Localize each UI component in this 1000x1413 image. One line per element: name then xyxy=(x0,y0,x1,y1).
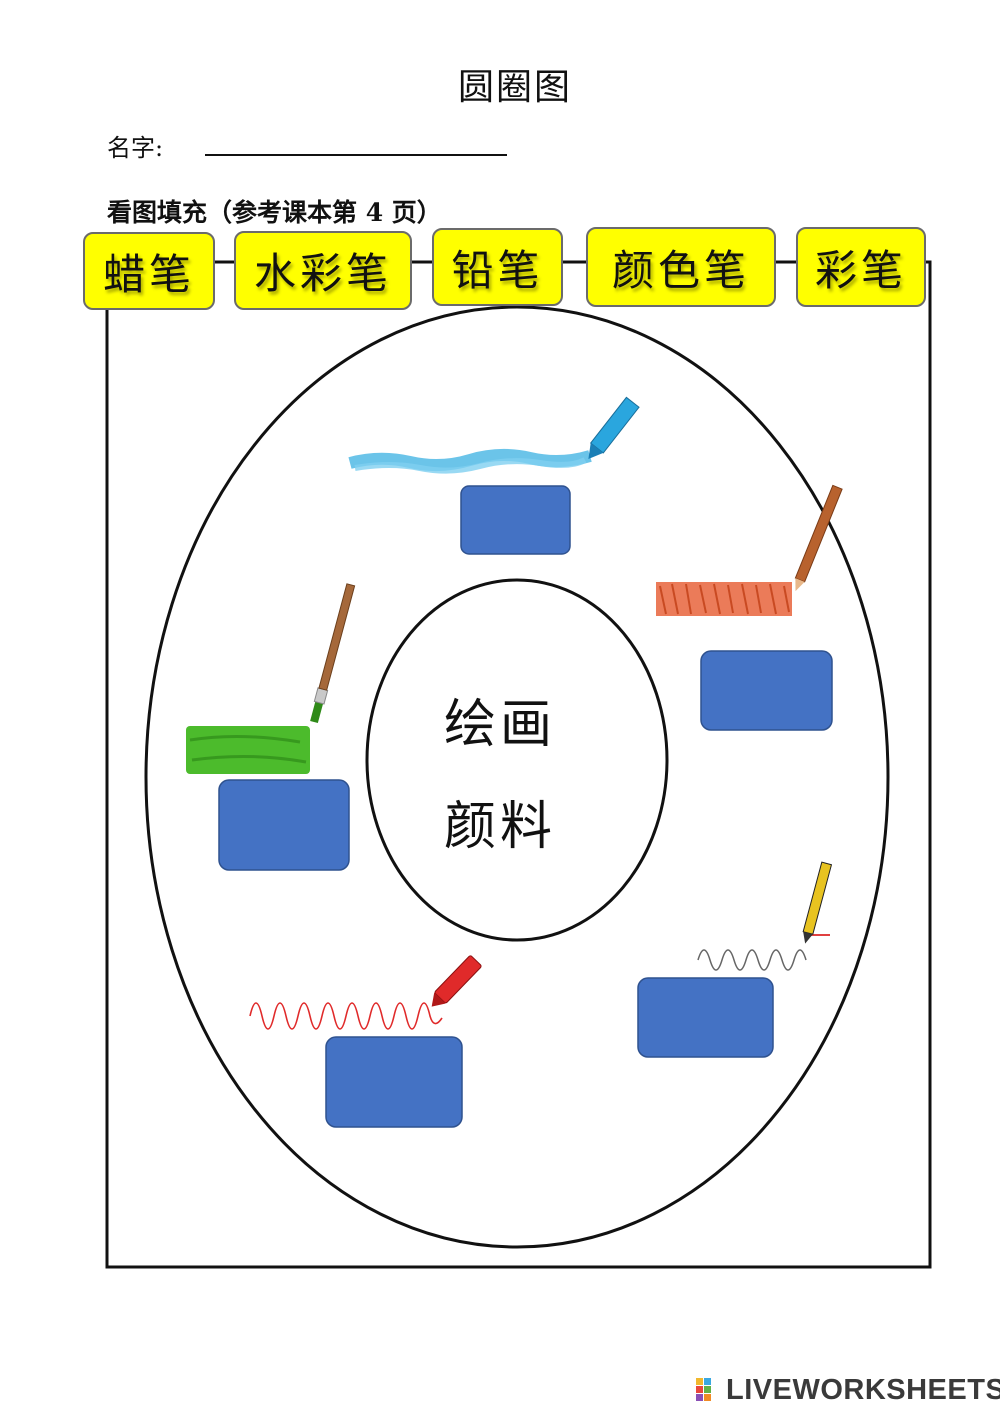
inner-circle xyxy=(365,578,669,942)
instruction-text: 看图填充（参考课本第 4 页） xyxy=(107,198,442,227)
liveworksheets-logo: LIVEWORKSHEETS xyxy=(696,1374,1000,1407)
name-label: 名字: xyxy=(107,134,164,162)
answer-box-pencil[interactable] xyxy=(637,977,774,1058)
word-tile-2[interactable]: 水彩笔 xyxy=(234,231,412,310)
red-marker-icon xyxy=(249,955,482,1030)
center-topic-line-2: 颜料 xyxy=(443,797,556,857)
outer-circle xyxy=(144,305,890,1249)
blue-crayon-icon xyxy=(348,396,640,474)
logo-text: LIVEWORKSHEETS xyxy=(726,1374,1000,1406)
word-tile-3[interactable]: 铅笔 xyxy=(432,228,563,306)
pencil-icon xyxy=(697,861,833,971)
word-tile-4[interactable]: 颜色笔 xyxy=(586,227,776,307)
colored-pencil-icon xyxy=(656,484,843,616)
word-tile-5[interactable]: 彩笔 xyxy=(796,227,926,307)
word-tile-1[interactable]: 蜡笔 xyxy=(83,232,215,310)
answer-box-marker[interactable] xyxy=(325,1036,463,1128)
answer-box-colored-pencil[interactable] xyxy=(700,650,833,731)
answer-box-crayon[interactable] xyxy=(460,485,571,555)
answer-box-watercolor[interactable] xyxy=(218,779,350,871)
worksheet-title: 圆圈图 xyxy=(457,67,572,108)
liveworksheets-icon xyxy=(696,1377,711,1401)
center-topic-line-1: 绘画 xyxy=(443,695,556,755)
paintbrush-icon xyxy=(186,583,356,774)
name-field-line[interactable] xyxy=(205,154,507,156)
